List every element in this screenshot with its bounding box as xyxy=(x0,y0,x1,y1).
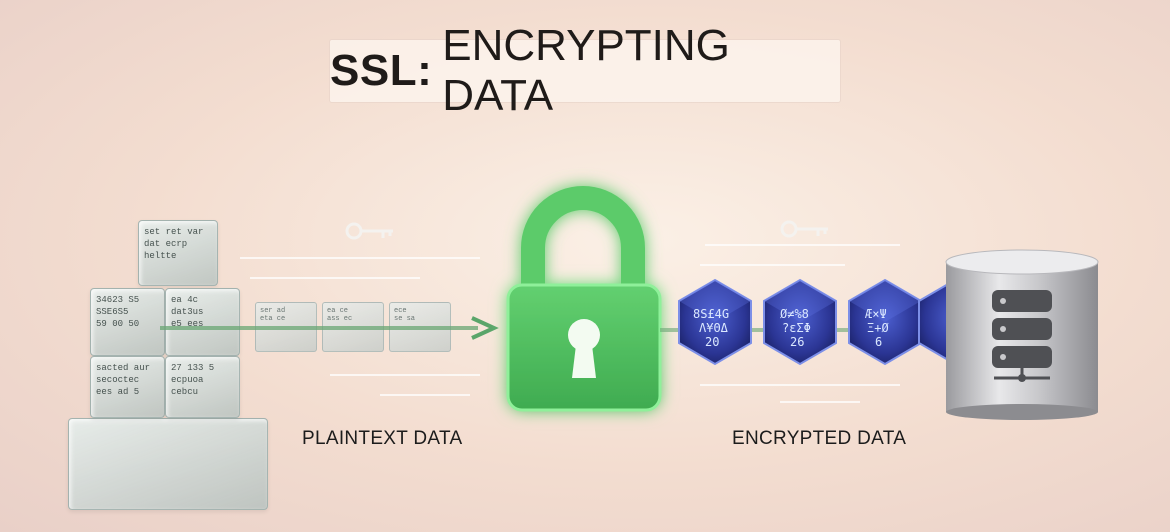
encrypted-label: ENCRYPTED DATA xyxy=(732,428,907,449)
svg-text:Ø≠%8: Ø≠%8 xyxy=(780,307,809,321)
svg-text:6: 6 xyxy=(875,335,882,349)
key-icon xyxy=(780,220,828,238)
svg-text:Ξ+Ø: Ξ+Ø xyxy=(867,321,889,335)
title-bold: SSL: xyxy=(330,46,433,95)
encrypted-gem: 8S£4G Λ¥ΘΔ 20 xyxy=(678,278,752,366)
plaintext-arrow xyxy=(160,316,499,340)
svg-text:26: 26 xyxy=(790,335,804,349)
title-text: ENCRYPTING DATA xyxy=(442,21,730,120)
plaintext-label: PLAINTEXT DATA xyxy=(302,428,463,449)
plaintext-stream-lines xyxy=(240,257,480,396)
encrypted-gem: Æ×Ψ Ξ+Ø 6 xyxy=(848,278,922,366)
svg-text:?εΣΦ: ?εΣΦ xyxy=(782,321,811,335)
encrypted-gem: Ø≠%8 ?εΣΦ 26 xyxy=(763,278,837,366)
key-icon xyxy=(345,222,393,240)
svg-text:20: 20 xyxy=(705,335,719,349)
block-base xyxy=(68,418,268,510)
encrypted-stream-lines xyxy=(700,244,900,403)
svg-text:Λ¥ΘΔ: Λ¥ΘΔ xyxy=(699,321,729,335)
svg-text:8S£4G: 8S£4G xyxy=(693,307,729,321)
title-box: SSL: ENCRYPTING DATA xyxy=(330,21,840,120)
padlock-icon xyxy=(506,186,662,412)
svg-text:Æ×Ψ: Æ×Ψ xyxy=(865,307,887,321)
server-icon xyxy=(945,249,1099,420)
